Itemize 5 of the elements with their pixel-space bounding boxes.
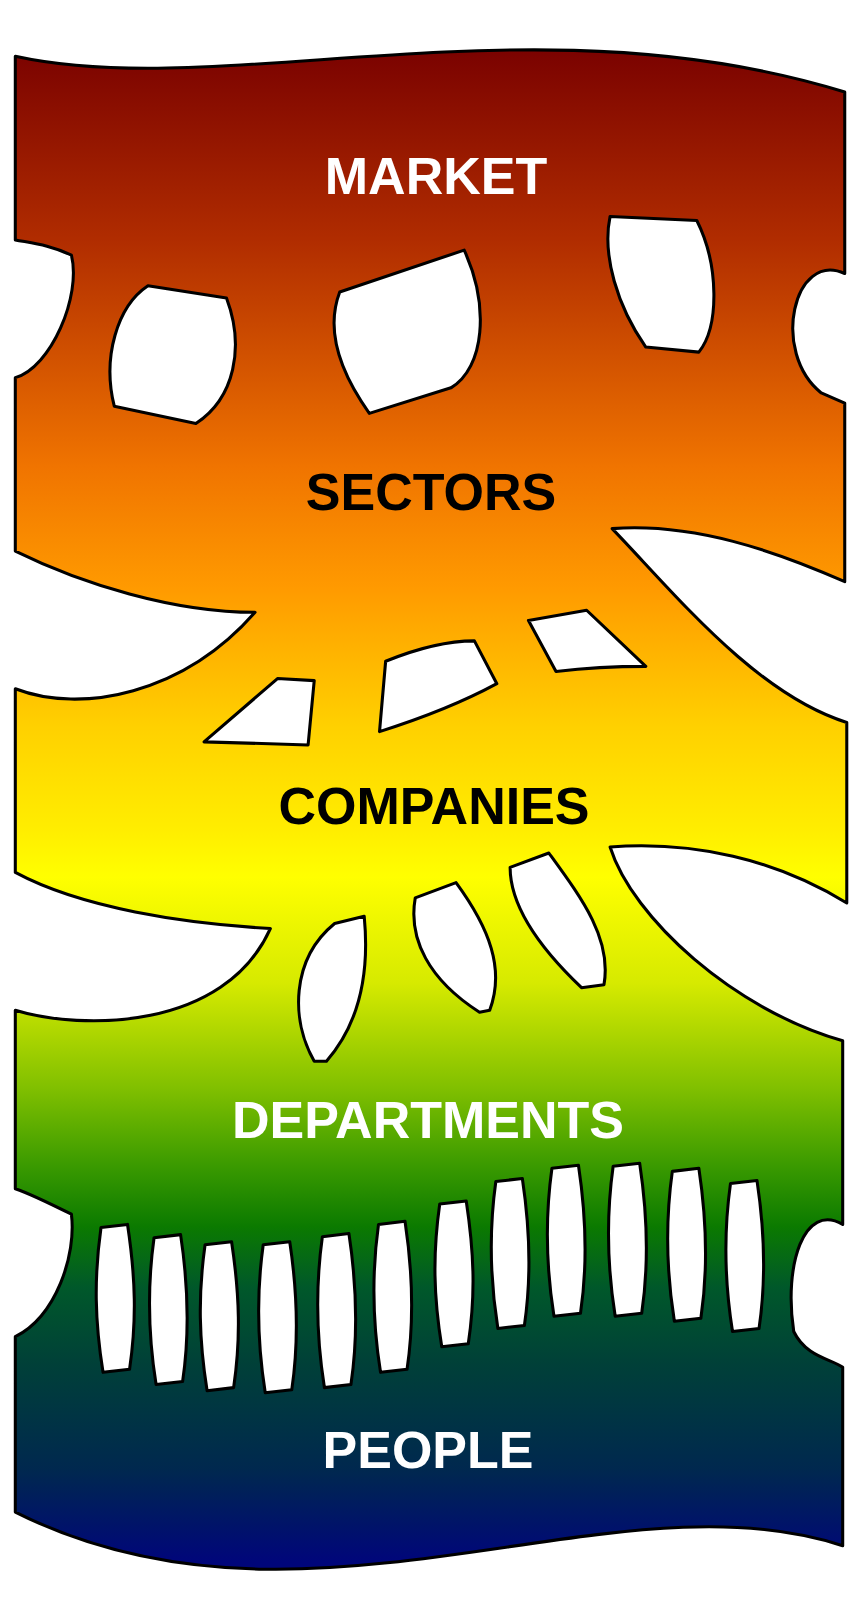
- band-label: COMPANIES: [278, 780, 590, 832]
- band-label: SECTORS: [305, 466, 557, 518]
- band-label: MARKET: [324, 150, 548, 202]
- band-label: DEPARTMENTS: [232, 1094, 624, 1146]
- band-label: PEOPLE: [322, 1424, 534, 1476]
